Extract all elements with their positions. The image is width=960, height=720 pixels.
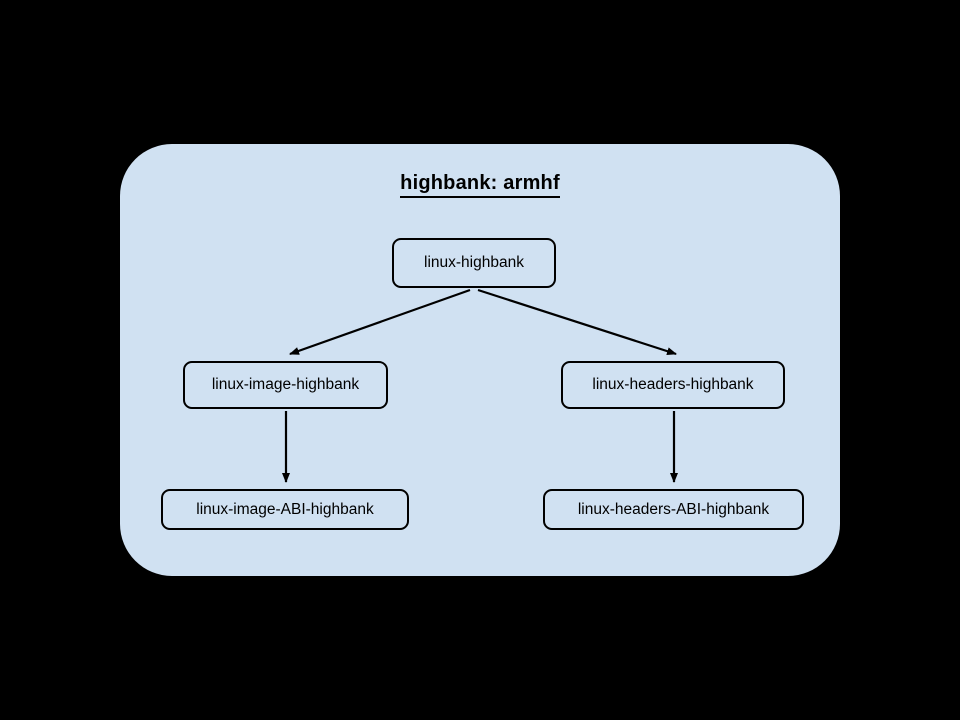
node-linux-highbank[interactable]: linux-highbank [392, 238, 556, 288]
node-label: linux-image-highbank [211, 376, 360, 394]
node-label: linux-image-ABI-highbank [196, 500, 374, 518]
edge-root-to-image [289, 288, 471, 356]
page-title-text: highbank: armhf [400, 172, 560, 198]
node-linux-headers-highbank[interactable]: linux-headers-highbank [561, 361, 785, 409]
node-linux-image-highbank[interactable]: linux-image-highbank [183, 361, 388, 409]
edge-root-to-headers [477, 288, 677, 356]
node-linux-headers-abi-highbank[interactable]: linux-headers-ABI-highbank [543, 489, 804, 530]
page-title: highbank: armhf [120, 172, 840, 198]
node-label: linux-headers-highbank [592, 376, 754, 394]
node-linux-image-abi-highbank[interactable]: linux-image-ABI-highbank [161, 489, 409, 530]
node-label: linux-highbank [424, 254, 524, 272]
node-label: linux-headers-ABI-highbank [577, 500, 770, 518]
